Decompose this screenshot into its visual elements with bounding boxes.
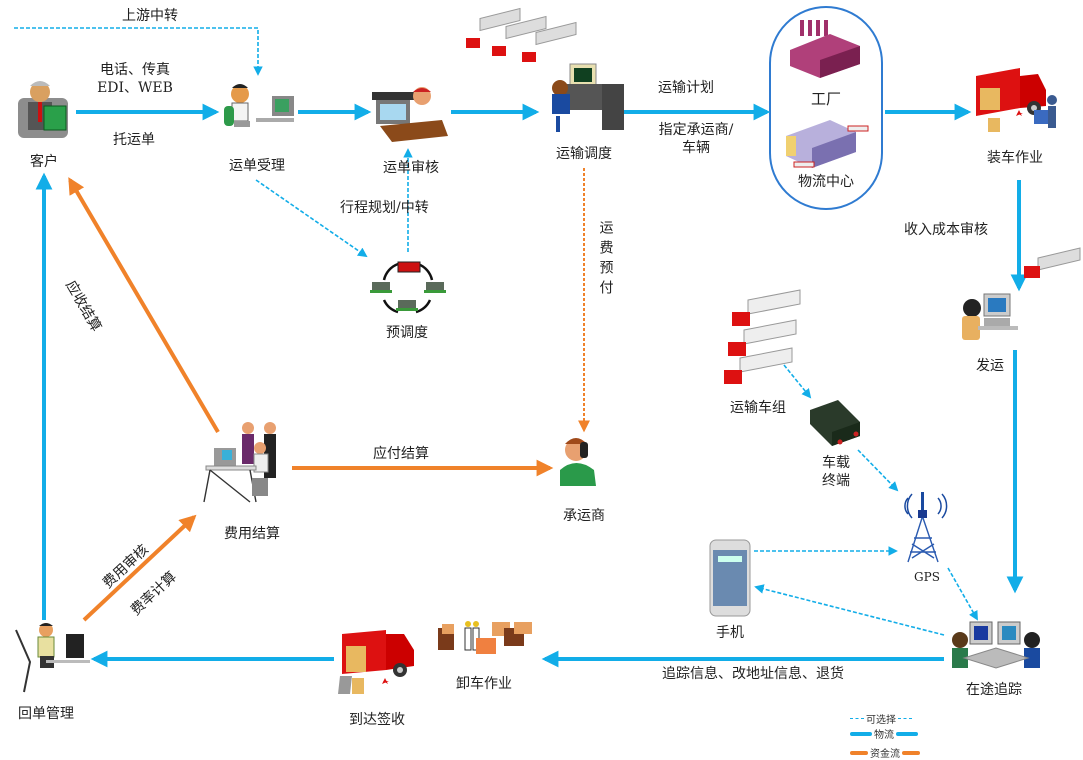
truck-arrival-icon	[338, 630, 414, 694]
node-arrival-label: 到达签收	[349, 712, 405, 728]
edge-receive-to-predispatch	[255, 179, 368, 258]
edge-label-tracking-info: 追踪信息、改地址信息、退货	[662, 666, 844, 682]
truck-single-icon	[1024, 247, 1081, 278]
node-order-review-label: 运单审核	[383, 160, 439, 176]
carrier-phone-icon	[560, 438, 596, 486]
edge-gps-to-tracking	[947, 567, 978, 621]
node-dispatch-label: 运输调度	[556, 146, 612, 162]
legend-cash-line-left	[850, 750, 868, 755]
dispatcher-computer-icon	[552, 63, 624, 132]
legend-optional-label: 可选择	[866, 715, 896, 726]
edge-label-income-cost-review: 收入成本审核	[904, 222, 988, 238]
accounting-team-icon	[203, 422, 276, 503]
legend-logistics: 物流	[850, 726, 918, 741]
truck-fleet-icon	[724, 289, 801, 384]
edge-label-consignment: 托运单	[113, 132, 155, 148]
edge-receipt-to-settlement	[82, 514, 197, 622]
edge-label-assign-carrier-line2: 车辆	[682, 140, 710, 156]
node-shipping-label: 发运	[976, 358, 1004, 374]
edge-label-transport-plan: 运输计划	[658, 80, 714, 96]
node-unloading-label: 卸车作业	[456, 676, 512, 692]
legend-logistics-line-left	[850, 731, 872, 736]
node-fleet-label: 运输车组	[730, 400, 786, 416]
vehicle-terminal-line2: 终端	[822, 472, 850, 489]
node-receipt-mgmt-label: 回单管理	[18, 706, 74, 722]
legend-optional-line-left	[850, 718, 864, 719]
node-gps-label: GPS	[914, 570, 940, 584]
node-pre-dispatch-label: 预调度	[386, 325, 428, 341]
edge-label-route-planning: 行程规划/中转	[340, 200, 429, 216]
clerk-computer-icon	[224, 84, 294, 127]
tracking-operators-icon	[952, 621, 1040, 669]
warehouse-icon	[786, 120, 869, 168]
gps-terminal-icon	[810, 400, 860, 446]
legend-cash-label: 资金流	[870, 749, 900, 760]
legend-optional: 可选择	[850, 711, 912, 726]
vehicle-terminal-line1: 车载	[822, 455, 850, 471]
node-customer-label: 客户	[30, 154, 58, 170]
edge-settlement-to-customer	[68, 177, 220, 434]
legend-cash: 资金流	[850, 745, 920, 760]
edge-upstream-transfer	[14, 27, 263, 76]
edge-label-assign-carrier-line1: 指定承运商/	[658, 122, 734, 138]
edge-label-channels-line1: 电话、传真	[100, 62, 170, 78]
edge-label-channels-line2: EDI、WEB	[97, 80, 173, 96]
phone-desk-icon	[372, 87, 448, 142]
legend-optional-line-right	[898, 718, 912, 719]
node-loading-label: 装车作业	[987, 150, 1043, 166]
edge-terminal-to-gps	[857, 449, 899, 492]
factory-icon	[790, 20, 860, 78]
truck-loading-icon	[976, 68, 1057, 132]
node-settlement-label: 费用结算	[224, 526, 280, 542]
node-vehicle-terminal-label: 车载 终端	[822, 455, 850, 490]
edge-tracking-to-phone	[754, 584, 945, 636]
customer-reading-icon	[18, 81, 68, 138]
edge-label-freight-prepay: 运费预付	[597, 220, 614, 300]
operator-computer-icon	[962, 293, 1018, 340]
legend-logistics-label: 物流	[874, 730, 894, 741]
edge-fleet-to-terminal	[783, 364, 812, 399]
edge-label-payable-settlement: 应付结算	[373, 446, 429, 462]
cycle-trucks-icon	[370, 261, 446, 314]
office-worker-icon	[15, 623, 90, 693]
gps-tower-icon	[904, 492, 948, 563]
node-tracking-label: 在途追踪	[966, 682, 1022, 698]
edge-label-upstream-transfer: 上游中转	[122, 8, 178, 24]
node-logistics-center-label: 物流中心	[798, 174, 854, 190]
truck-group-top-icon	[466, 7, 577, 62]
node-factory-label: 工厂	[810, 90, 842, 108]
legend-cash-line-right	[902, 750, 920, 755]
unloading-workers-icon	[438, 621, 532, 654]
node-carrier-label: 承运商	[563, 508, 605, 524]
node-order-receive-label: 运单受理	[229, 158, 285, 174]
node-phone-label: 手机	[716, 625, 744, 641]
mobile-phone-icon	[709, 539, 751, 617]
legend-logistics-line-right	[896, 731, 918, 736]
